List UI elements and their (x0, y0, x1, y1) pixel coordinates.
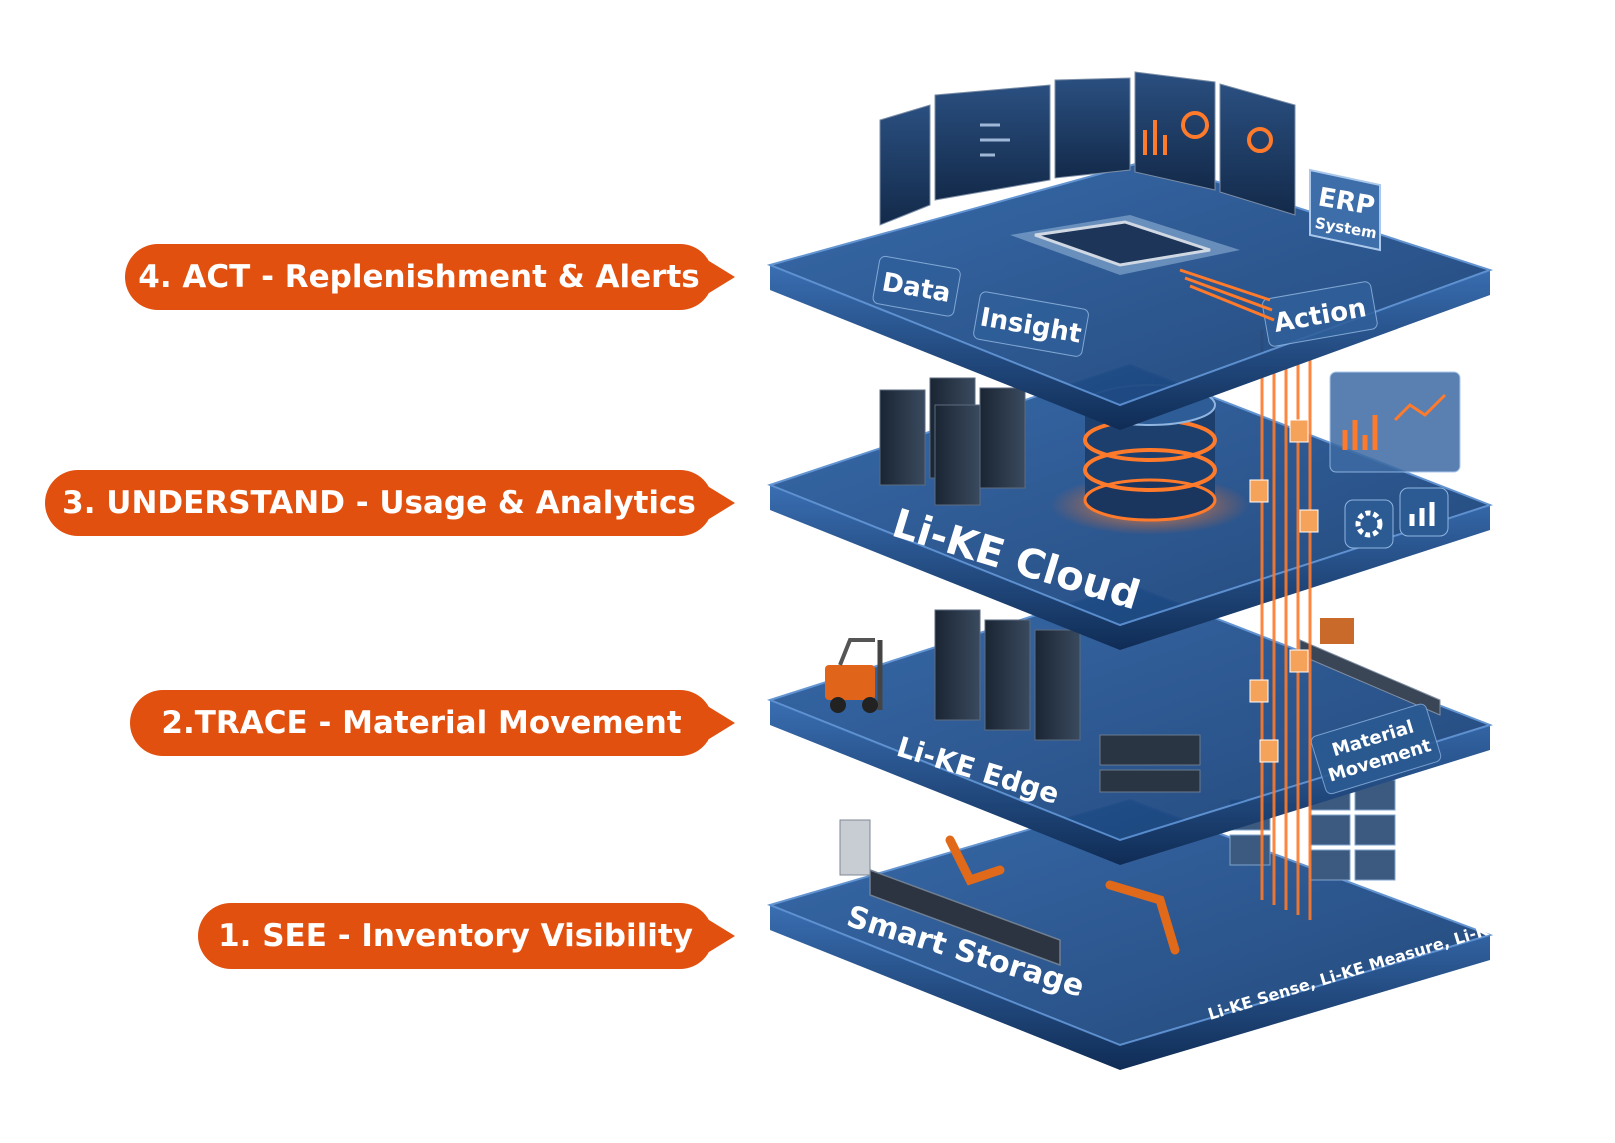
action-tag: Action (1261, 281, 1378, 347)
storage-platform (766, 798, 1494, 1047)
forklift-icon (825, 638, 883, 713)
insight-tag: Insight (973, 291, 1089, 357)
tablet-to-action-lines (1179, 268, 1275, 322)
act-platform-side (770, 265, 1490, 430)
data-tag: Data (872, 255, 961, 317)
act-layer: ERP System Data Insight Action (766, 71, 1494, 430)
data-packet-icons (1249, 419, 1319, 763)
cloud-layer: Li-KE Cloud (767, 363, 1493, 650)
cloud-platform-side (770, 485, 1490, 650)
callout-understand: 3. UNDERSTAND - Usage & Analytics (45, 470, 735, 536)
callout-trace: 2.TRACE - Material Movement (130, 690, 735, 756)
cloud-server-racks (879, 377, 1026, 506)
dashboard-monitors (879, 71, 1296, 226)
gear-icon (1344, 499, 1394, 549)
conveyor-belt (869, 868, 1061, 967)
callout-act: 4. ACT - Replenishment & Alerts (125, 244, 735, 310)
tablet-icon (1010, 215, 1240, 275)
analytics-panel (1329, 371, 1461, 473)
material-movement-tag (1310, 703, 1442, 795)
erp-system-badge: ERP System (1309, 168, 1381, 252)
callout-see: 1. SEE - Inventory Visibility (198, 903, 735, 969)
bar-chart-icon (1399, 487, 1449, 537)
edge-server-racks (934, 609, 1201, 793)
storage-platform-side (770, 905, 1490, 1070)
parcel-icon (1320, 618, 1354, 644)
robot-arm-icon (945, 835, 1180, 955)
data-flow-lines (1260, 330, 1312, 920)
scanner-kiosk-icon (839, 819, 871, 876)
